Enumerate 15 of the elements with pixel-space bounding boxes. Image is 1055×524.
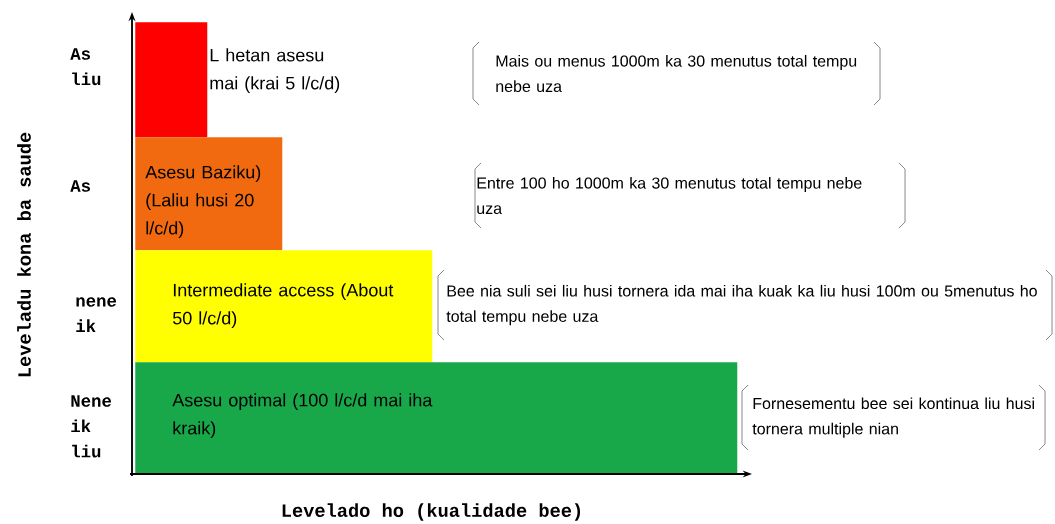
level-bar: L hetan asesu mai (krai 5 l/c/d) xyxy=(135,22,340,138)
level-bar: Asesu Baziku) (Laliu husi 20 l/c/d) xyxy=(135,137,283,251)
bracketed-note: Bee nia suli sei liu husi tornera ida mai iha kuak ka liu husi 100m ou 5menutus ho total tempu nebe uza xyxy=(437,269,1053,341)
axis-title: Leveladu kona ba saude xyxy=(17,132,31,377)
level-label: As liu xyxy=(70,48,101,86)
level-label: Nene ik liu xyxy=(71,395,112,458)
bracketed-note: Fornesementu bee sei kontinua liu husi tornera multiple nian xyxy=(741,384,1046,451)
axis-title: Levelado ho (kualidade bee) xyxy=(282,503,581,521)
level-label: nene ik xyxy=(76,297,117,332)
level-bar: Asesu optimal (100 l/c/d mai iha kraik) xyxy=(135,362,738,475)
level-label: As xyxy=(70,180,90,192)
bracketed-note: Entre 100 ho 1000m ka 30 menutus total tempu nebe uza xyxy=(474,162,906,229)
level-bar: Intermediate access (About 50 l/c/d) xyxy=(135,250,433,363)
bracketed-note: Mais ou menus 1000m ka 30 menutus total tempu nebe uza xyxy=(472,41,881,106)
node-label: L hetan asesu mai (krai 5 l/c/d) xyxy=(210,48,340,94)
